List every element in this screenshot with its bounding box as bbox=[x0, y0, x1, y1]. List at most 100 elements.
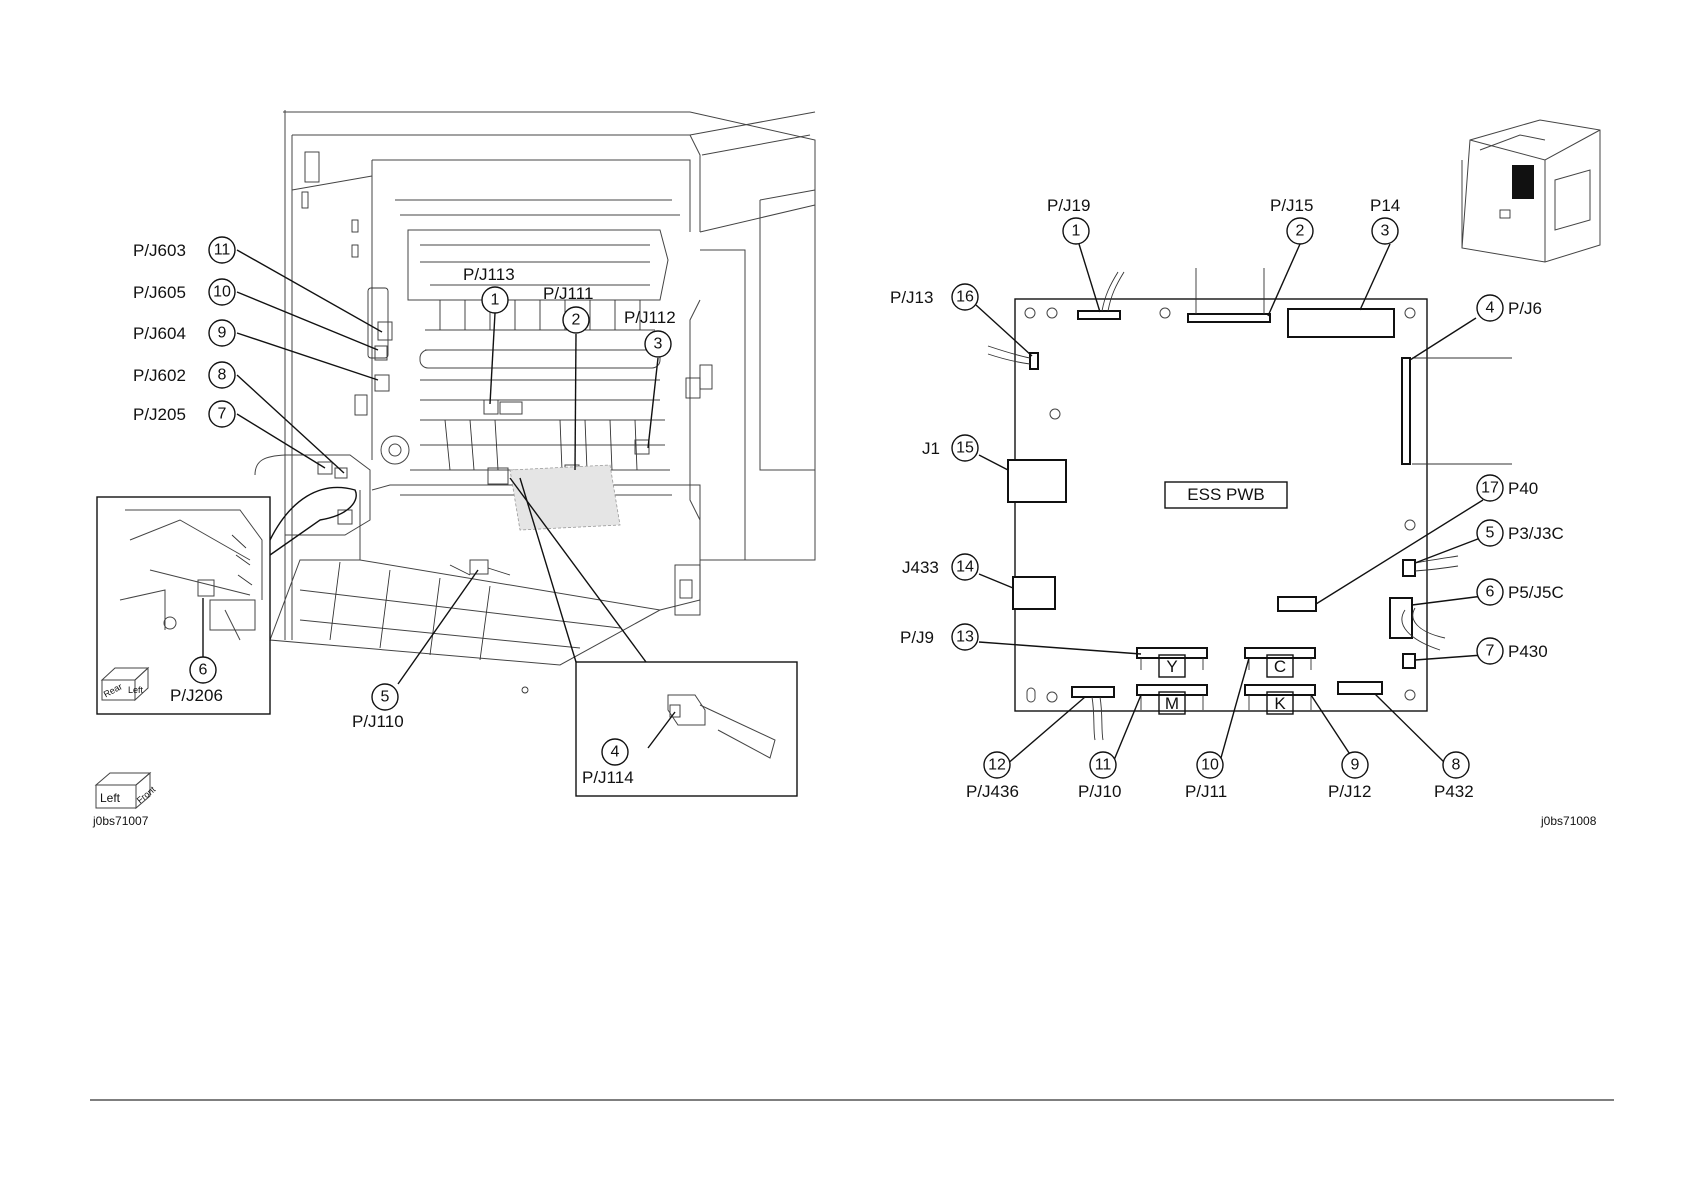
location-thumbnail bbox=[1462, 120, 1600, 262]
svg-text:P/J13: P/J13 bbox=[890, 288, 933, 307]
callout-p14: P14 3 bbox=[1370, 196, 1400, 244]
mounting-holes bbox=[1025, 308, 1415, 702]
slot-k-label: K bbox=[1274, 694, 1286, 713]
callout-pj604: P/J604 9 bbox=[133, 320, 235, 346]
inset-orientation-cube: Rear Left bbox=[102, 668, 148, 700]
inset-cube-face-b: Left bbox=[128, 685, 144, 695]
svg-text:2: 2 bbox=[572, 312, 581, 329]
svg-text:P/J604: P/J604 bbox=[133, 324, 186, 343]
svg-text:P/J110: P/J110 bbox=[352, 712, 404, 731]
callout-p430: 7 P430 bbox=[1477, 638, 1548, 664]
svg-text:2: 2 bbox=[1296, 223, 1305, 240]
svg-text:P/J111: P/J111 bbox=[543, 284, 593, 303]
callout-pj110: 5 P/J110 bbox=[352, 684, 404, 731]
svg-text:1: 1 bbox=[491, 292, 500, 309]
svg-text:6: 6 bbox=[199, 662, 208, 679]
svg-text:P/J9: P/J9 bbox=[900, 628, 934, 647]
svg-text:12: 12 bbox=[988, 757, 1006, 774]
orientation-cube-face-a: Left bbox=[100, 791, 121, 805]
svg-text:J433: J433 bbox=[902, 558, 939, 577]
svg-text:5: 5 bbox=[1486, 525, 1495, 542]
svg-text:P/J602: P/J602 bbox=[133, 366, 186, 385]
svg-text:11: 11 bbox=[1095, 757, 1112, 774]
svg-text:P/J11: P/J11 bbox=[1185, 782, 1227, 801]
svg-text:8: 8 bbox=[218, 367, 227, 384]
slot-y-label: Y bbox=[1166, 657, 1177, 676]
svg-text:10: 10 bbox=[213, 284, 231, 301]
svg-text:10: 10 bbox=[1201, 757, 1219, 774]
svg-text:3: 3 bbox=[1381, 223, 1390, 240]
callout-pj12: 9 P/J12 bbox=[1328, 752, 1371, 801]
callout-pj19: P/J19 1 bbox=[1047, 196, 1090, 244]
svg-text:P/J605: P/J605 bbox=[133, 283, 186, 302]
callout-j433: J433 14 bbox=[902, 554, 978, 580]
svg-text:J1: J1 bbox=[922, 439, 940, 458]
svg-text:6: 6 bbox=[1486, 584, 1495, 601]
callout-pj6: 4 P/J6 bbox=[1477, 295, 1542, 321]
svg-text:4: 4 bbox=[611, 744, 620, 761]
slot-c-label: C bbox=[1274, 657, 1286, 676]
callout-p432: 8 P432 bbox=[1434, 752, 1474, 801]
svg-text:P/J19: P/J19 bbox=[1047, 196, 1090, 215]
callout-pj15: P/J15 2 bbox=[1270, 196, 1313, 244]
svg-text:5: 5 bbox=[381, 689, 390, 706]
board-connectors: Y C M K bbox=[988, 268, 1512, 740]
orientation-cube-face-b: Front bbox=[135, 784, 158, 805]
svg-text:P/J15: P/J15 bbox=[1270, 196, 1313, 215]
callout-pj603: P/J603 11 bbox=[133, 237, 235, 263]
svg-text:P40: P40 bbox=[1508, 479, 1538, 498]
svg-text:16: 16 bbox=[956, 289, 974, 306]
svg-text:P432: P432 bbox=[1434, 782, 1474, 801]
svg-text:4: 4 bbox=[1486, 300, 1495, 317]
inset-callout-lens bbox=[270, 487, 356, 555]
svg-text:17: 17 bbox=[1481, 480, 1499, 497]
svg-text:8: 8 bbox=[1452, 757, 1461, 774]
callout-pj206: 6 P/J206 bbox=[170, 657, 223, 705]
svg-text:P5/J5C: P5/J5C bbox=[1508, 583, 1564, 602]
callout-p5-j5c: 6 P5/J5C bbox=[1477, 579, 1564, 605]
svg-text:P/J436: P/J436 bbox=[966, 782, 1019, 801]
svg-text:15: 15 bbox=[956, 440, 974, 457]
svg-text:P/J112: P/J112 bbox=[624, 308, 676, 327]
callout-pj605: P/J605 10 bbox=[133, 279, 235, 305]
callout-pj436: 12 P/J436 bbox=[966, 752, 1019, 801]
svg-text:P/J6: P/J6 bbox=[1508, 299, 1542, 318]
svg-text:P14: P14 bbox=[1370, 196, 1400, 215]
svg-text:11: 11 bbox=[214, 242, 231, 259]
svg-text:14: 14 bbox=[956, 559, 974, 576]
inset-left bbox=[97, 497, 270, 714]
svg-text:P/J12: P/J12 bbox=[1328, 782, 1371, 801]
svg-text:P/J603: P/J603 bbox=[133, 241, 186, 260]
callout-pj602: P/J602 8 bbox=[133, 362, 235, 388]
left-diagram: Rear Left Left Front j0bs71007 bbox=[92, 110, 815, 828]
right-figure-id: j0bs71008 bbox=[1540, 814, 1597, 828]
svg-text:7: 7 bbox=[1486, 643, 1495, 660]
callout-p3-j3c: 5 P3/J3C bbox=[1477, 520, 1564, 546]
svg-text:P/J114: P/J114 bbox=[582, 768, 634, 787]
svg-text:P430: P430 bbox=[1508, 642, 1548, 661]
callout-pj11: 10 P/J11 bbox=[1185, 752, 1227, 801]
callout-p40: 17 P40 bbox=[1477, 475, 1538, 501]
callout-pj9: P/J9 13 bbox=[900, 624, 978, 650]
callout-pj113: P/J113 1 bbox=[463, 265, 515, 313]
svg-text:9: 9 bbox=[1351, 757, 1360, 774]
svg-text:7: 7 bbox=[218, 406, 227, 423]
callout-j1: J1 15 bbox=[922, 435, 978, 461]
callout-pj10: 11 P/J10 bbox=[1078, 752, 1121, 801]
svg-text:P/J205: P/J205 bbox=[133, 405, 186, 424]
ess-pwb-label: ESS PWB bbox=[1187, 485, 1264, 504]
svg-text:P/J206: P/J206 bbox=[170, 686, 223, 705]
callout-pj205: P/J205 7 bbox=[133, 401, 235, 427]
left-figure-id: j0bs71007 bbox=[92, 814, 149, 828]
svg-text:3: 3 bbox=[654, 336, 663, 353]
slot-m-label: M bbox=[1165, 694, 1179, 713]
callout-pj13: P/J13 16 bbox=[890, 284, 978, 310]
orientation-cube: Left Front bbox=[96, 773, 158, 808]
right-diagram: ESS PWB bbox=[890, 120, 1600, 828]
machine-rear-sketch bbox=[255, 110, 815, 693]
svg-text:P/J10: P/J10 bbox=[1078, 782, 1121, 801]
svg-text:1: 1 bbox=[1072, 223, 1081, 240]
callout-pj111: P/J111 2 bbox=[543, 284, 593, 333]
svg-text:P/J113: P/J113 bbox=[463, 265, 515, 284]
